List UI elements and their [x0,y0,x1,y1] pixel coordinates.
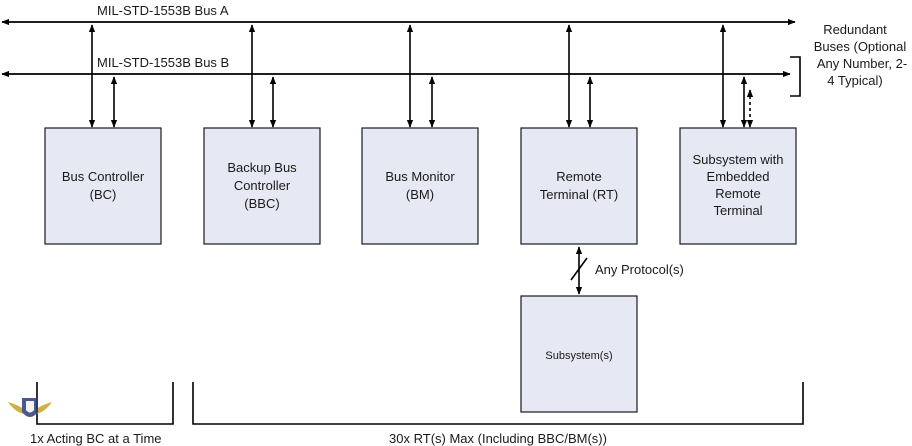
redundant-bus-brace [790,56,801,97]
embedded-rt-label-4: Terminal [713,203,762,218]
backup-bus-controller-box [203,127,321,245]
bus-controller-label-2: (BC) [90,187,117,202]
bus-monitor-label-1: Bus Monitor [385,169,455,184]
any-protocol-label: Any Protocol(s) [595,262,684,277]
redundant-buses-label-1: Redundant [823,22,887,37]
embedded-rt-label-2: Embedded [707,169,770,184]
backup-bus-controller-label-3: (BBC) [244,196,279,211]
bus-b-label: MIL-STD-1553B Bus B [97,55,229,70]
backup-bus-controller-label-2: Controller [234,178,291,193]
redundant-buses-label-3: Any Number, 2- [817,56,907,71]
remote-terminal-box [520,127,638,245]
acting-bc-bracket [36,382,174,425]
bus-a-label: MIL-STD-1553B Bus A [97,3,229,18]
remote-terminal-label-1: Remote [556,169,602,184]
rt-max-bracket [192,382,804,425]
remote-terminal-label-2: Terminal (RT) [540,187,619,202]
bus-controller-label-1: Bus Controller [62,169,145,184]
subsystems-label: Subsystem(s) [545,350,612,362]
rt-max-note: 30x RT(s) Max (Including BBC/BM(s)) [389,431,607,446]
bus-monitor-box [361,127,479,245]
backup-bus-controller-label-1: Backup Bus [227,160,297,175]
embedded-rt-label-3: Remote [715,186,761,201]
embedded-rt-subsystem-box [679,127,797,245]
redundant-buses-label-2: Buses (Optional [814,39,907,54]
bus-controller-box [44,127,162,245]
bus-monitor-label-2: (BM) [406,187,434,202]
protocol-slash-mark [570,257,588,281]
subsystems-box [520,295,638,413]
acting-bc-note: 1x Acting BC at a Time [30,431,162,446]
watermark-logo-icon [8,398,52,417]
embedded-rt-label-1: Subsystem with [692,152,783,167]
redundant-buses-label-4: 4 Typical) [827,73,882,88]
